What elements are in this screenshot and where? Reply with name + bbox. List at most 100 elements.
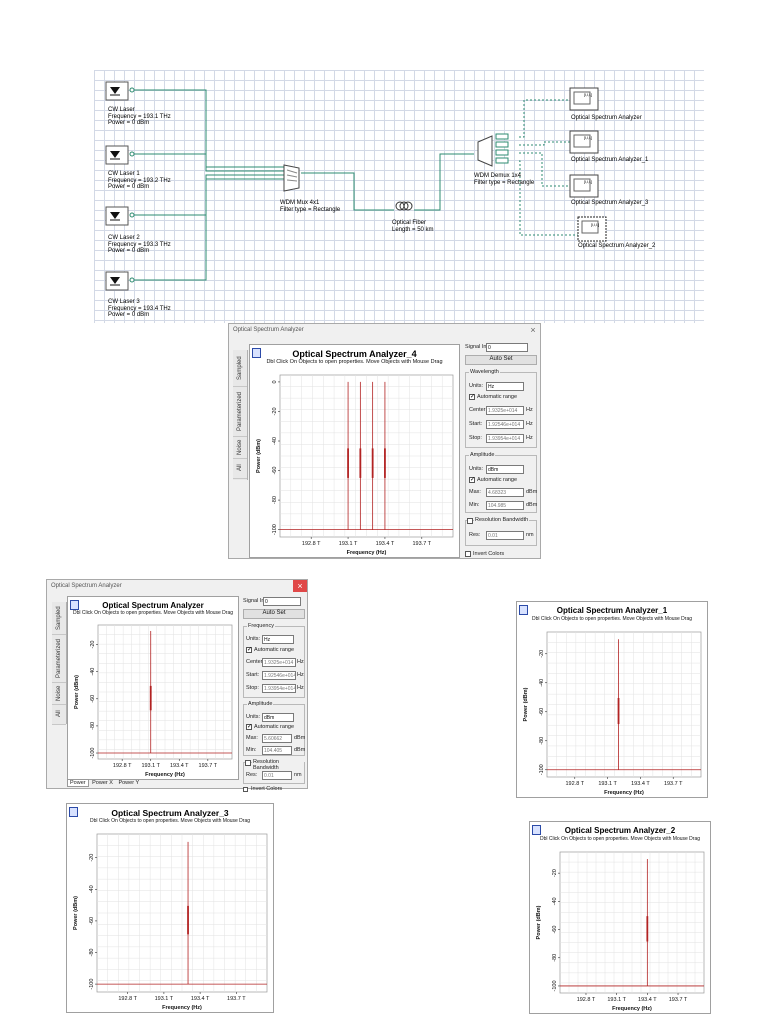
signal-index-label: Signal Index: (243, 598, 275, 604)
laser-block-3 (105, 271, 135, 291)
tab-power-x[interactable]: Power X (92, 780, 113, 786)
laser-1-freq: Frequency = 193.2 THz (108, 177, 171, 184)
invert-colors-checkbox[interactable] (243, 787, 248, 792)
amp-units-select[interactable]: dBm (486, 465, 524, 474)
auto-range-checkbox[interactable]: ✓ (469, 394, 476, 400)
amplitude-group: Amplitude Units: dBm ✓ Automatic range M… (243, 701, 305, 756)
close-icon[interactable]: × (530, 325, 536, 335)
units-select[interactable]: Hz (262, 635, 294, 644)
laser-2-power: Power = 0 dBm (108, 248, 150, 254)
osa0-subtitle: Dbl Click On Objects to open properties.… (72, 610, 234, 616)
tab-power[interactable]: Power (67, 779, 89, 787)
x-axis-label: Frequency (Hz) (604, 790, 644, 796)
close-icon[interactable]: × (293, 580, 307, 592)
osa1-plot-panel[interactable]: Optical Spectrum Analyzer_1 Dbl Click On… (516, 601, 708, 798)
x-tick-label: 193.7 T (669, 997, 688, 1003)
laser-1-name: CW Laser 1 (108, 171, 140, 177)
y-tick-label: -80 (552, 954, 558, 962)
tab-power-y[interactable]: Power Y (118, 780, 140, 786)
fiber-length: Length = 50 km (392, 226, 434, 233)
min-unit: dBm (526, 502, 538, 508)
schematic-svg (105, 81, 607, 291)
amp-units-select[interactable]: dBm (262, 713, 294, 722)
y-tick-label: -100 (89, 979, 95, 990)
signal-index-label: Signal Index: (465, 344, 497, 350)
invert-colors-checkbox[interactable] (465, 551, 471, 557)
res-bw-checkbox[interactable] (467, 518, 473, 524)
signal-index-input[interactable]: 0 (486, 343, 528, 352)
amplitude-group-label: Amplitude (247, 701, 274, 707)
osa-block-1 (569, 130, 599, 154)
min-input[interactable]: 104.985 (486, 501, 524, 510)
wdm-demux-block (477, 133, 509, 167)
y-tick-label: -40 (552, 897, 558, 905)
auto-range-checkbox[interactable]: ✓ (246, 647, 253, 653)
amp-auto-range-checkbox[interactable]: ✓ (246, 724, 253, 730)
tab-parameterized[interactable]: Parameterized (233, 386, 247, 437)
stop-label: Stop: (469, 435, 482, 441)
osa-block-0 (569, 87, 599, 111)
osa-icon-glyph-2: [l,l,l,] (591, 222, 600, 227)
res-bw-checkbox[interactable] (245, 760, 251, 766)
osa0-side-tabs: Sampled Parameterized Noise All (52, 602, 67, 725)
document-icon (252, 348, 261, 358)
invert-colors-label: Invert Colors (473, 551, 505, 557)
osa-label-2: Optical Spectrum Analyzer_2 (578, 243, 656, 249)
invert-colors-label: Invert Colors (251, 786, 283, 792)
tab-parameterized[interactable]: Parameterized (52, 634, 66, 683)
frequency-group-label: Frequency (247, 623, 275, 629)
signal-index-input[interactable]: 0 (263, 597, 301, 606)
mux-name: WDM Mux 4x1 (280, 200, 320, 206)
stop-input[interactable]: 1.93954e+014 (486, 434, 524, 443)
osa-icon-glyph-0: [l,l,l,] (584, 92, 593, 97)
y-tick-label: -20 (272, 407, 278, 415)
res-bw-label: Resolution Bandwidth (252, 759, 304, 771)
x-tick-label: 193.4 T (631, 781, 650, 787)
y-tick-label: -40 (90, 668, 96, 676)
amp-auto-range-checkbox[interactable]: ✓ (469, 477, 476, 483)
schematic-canvas[interactable]: CW Laser Frequency = 193.1 THz Power = 0… (94, 70, 704, 323)
y-tick-label: -100 (90, 748, 96, 759)
osa3-plot-panel[interactable]: Optical Spectrum Analyzer_3 Dbl Click On… (66, 803, 274, 1013)
document-icon (69, 807, 78, 817)
min-input[interactable]: 104.405 (262, 746, 292, 755)
tab-sampled[interactable]: Sampled (233, 350, 247, 387)
tab-all[interactable]: All (233, 458, 247, 479)
max-unit: dBm (526, 489, 538, 495)
osa0-title: Optical Spectrum Analyzer (102, 601, 204, 610)
x-tick-label: 192.8 T (118, 996, 137, 1002)
amp-auto-range-label: Automatic range (477, 477, 518, 483)
start-input[interactable]: 1.92546e+014 (486, 420, 524, 429)
stop-input[interactable]: 1.93954e+014 (262, 684, 296, 693)
osa0-plot-panel[interactable]: Optical Spectrum Analyzer Dbl Click On O… (67, 596, 239, 780)
center-input[interactable]: 1.9325e+014 (262, 658, 296, 667)
auto-range-label: Automatic range (254, 647, 295, 653)
max-input[interactable]: 4.68323 (486, 488, 524, 497)
y-tick-label: -40 (89, 885, 95, 893)
y-tick-label: -100 (552, 980, 558, 991)
laser-3-freq: Frequency = 193.4 THz (108, 305, 171, 312)
auto-set-button[interactable]: Auto Set (243, 609, 305, 619)
document-icon (519, 605, 528, 615)
tab-noise[interactable]: Noise (52, 682, 66, 705)
max-input[interactable]: 5.60662 (262, 734, 292, 743)
wavelength-group-label: Wavelength (469, 369, 500, 375)
tab-noise[interactable]: Noise (233, 436, 247, 459)
laser-2-name: CW Laser 2 (108, 235, 140, 241)
osa-label-1: Optical Spectrum Analyzer_1 (571, 157, 649, 163)
tab-sampled[interactable]: Sampled (52, 602, 66, 635)
auto-range-label: Automatic range (477, 394, 518, 400)
start-input[interactable]: 1.92546e+014 (262, 671, 296, 680)
res-input[interactable]: 0.01 (486, 531, 524, 540)
osa2-plot-panel[interactable]: Optical Spectrum Analyzer_2 Dbl Click On… (529, 821, 711, 1014)
osa4-plot-panel[interactable]: Optical Spectrum Analyzer_4 Dbl Click On… (249, 344, 460, 558)
center-input[interactable]: 1.9325e+014 (486, 406, 524, 415)
tab-all[interactable]: All (52, 704, 66, 725)
res-input[interactable]: 0.01 (262, 771, 292, 780)
laser-3-power: Power = 0 dBm (108, 312, 150, 318)
units-select[interactable]: Hz (486, 382, 524, 391)
auto-set-button[interactable]: Auto Set (465, 355, 537, 365)
res-unit: nm (294, 772, 302, 778)
y-tick-label: -60 (90, 695, 96, 703)
